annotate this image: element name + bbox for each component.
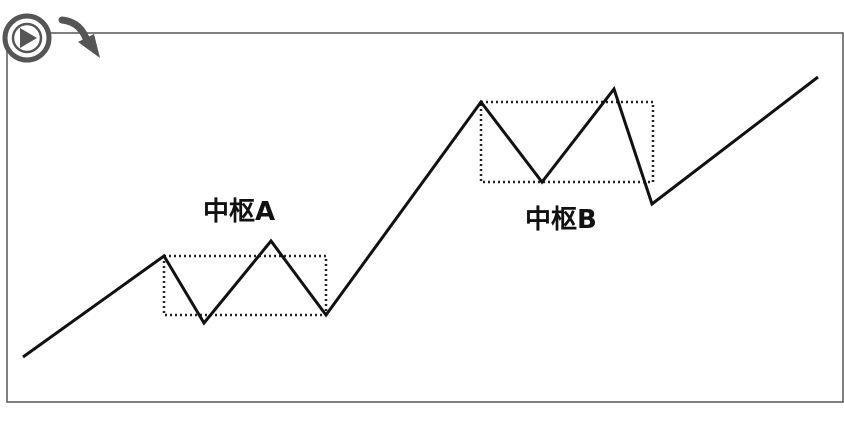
zone-a-box (162, 254, 328, 317)
zone-b-label: 中枢B (525, 205, 597, 235)
diagram-border (6, 32, 844, 403)
zone-a-label: 中枢A (203, 197, 275, 227)
play-circle-icon[interactable] (2, 13, 52, 63)
curved-arrow-down-right-icon (58, 16, 100, 58)
zone-b-box (479, 100, 655, 184)
price-path (22, 75, 819, 359)
